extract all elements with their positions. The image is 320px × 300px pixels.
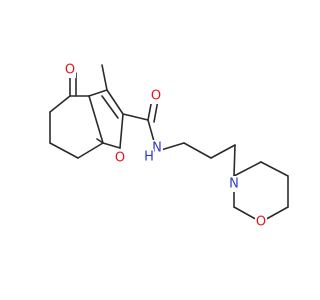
bond-layer (49, 64, 289, 223)
amide-nitrogen-label: N (152, 141, 162, 156)
bond (102, 142, 121, 149)
bond (96, 138, 104, 144)
bond (260, 161, 289, 177)
morpholine-nitrogen-label: N (229, 177, 239, 192)
bond (183, 142, 212, 159)
bond (106, 89, 124, 115)
bond (101, 95, 119, 119)
bond (233, 144, 236, 177)
morpholine-oxygen-label: O (256, 215, 266, 230)
molecule-structure: O O O N H N O (49, 62, 289, 230)
bond (88, 89, 108, 97)
molecule-canvas: O O O N H N O (49, 62, 289, 230)
ketone-oxygen-label: O (65, 63, 75, 78)
bond (210, 144, 236, 159)
bond (160, 142, 185, 151)
bond (122, 113, 149, 121)
bond (49, 142, 79, 159)
amide-hydrogen-label: H (144, 150, 154, 165)
atom-labels: O O O N H N O (64, 62, 267, 230)
bond (49, 95, 71, 113)
furan-oxygen-label: O (115, 151, 125, 166)
bond (77, 142, 104, 159)
bond (233, 161, 262, 177)
amide-oxygen-label: O (151, 89, 161, 104)
bond (119, 113, 124, 149)
bond (101, 64, 108, 91)
bond (88, 95, 104, 144)
